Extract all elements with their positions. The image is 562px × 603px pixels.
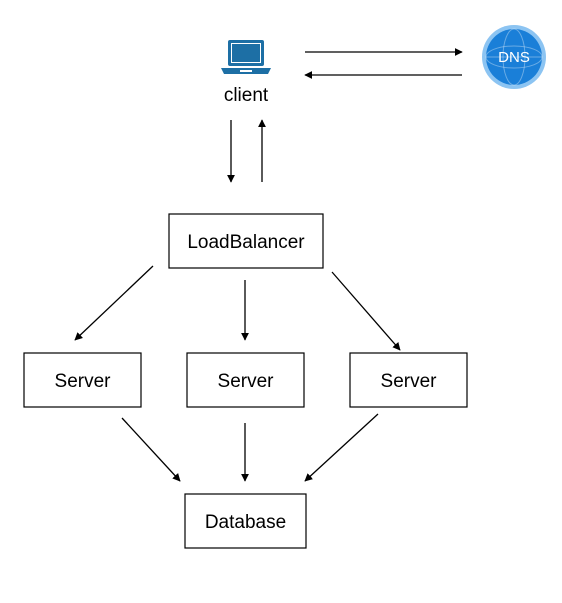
loadbalancer-box [168, 213, 324, 269]
edge-server-1-to-database [121, 417, 181, 482]
loadbalancer-label: LoadBalancer [187, 232, 305, 253]
server-node-3[interactable]: Server [349, 352, 468, 408]
server-box [349, 352, 468, 408]
server-node-1[interactable]: Server [23, 352, 142, 408]
database-label: Database [205, 512, 286, 533]
client-label: client [224, 85, 269, 106]
server-label: Server [55, 371, 112, 392]
database-node[interactable]: Database [184, 493, 307, 549]
dns-label: DNS [498, 49, 530, 66]
dns-node[interactable]: DNS [482, 25, 546, 89]
edge-loadbalancer-to-server-1 [74, 265, 154, 341]
server-box [186, 352, 305, 408]
server-label: Server [381, 371, 438, 392]
client-node[interactable]: client [221, 40, 271, 106]
edge-loadbalancer-to-server-3 [331, 271, 401, 351]
globe-icon [482, 25, 546, 89]
database-box [184, 493, 307, 549]
server-label: Server [218, 371, 275, 392]
server-node-2[interactable]: Server [186, 352, 305, 408]
server-box [23, 352, 142, 408]
edge-server-3-to-database [304, 413, 379, 482]
loadbalancer-node[interactable]: LoadBalancer [168, 213, 324, 269]
laptop-icon [221, 40, 271, 74]
